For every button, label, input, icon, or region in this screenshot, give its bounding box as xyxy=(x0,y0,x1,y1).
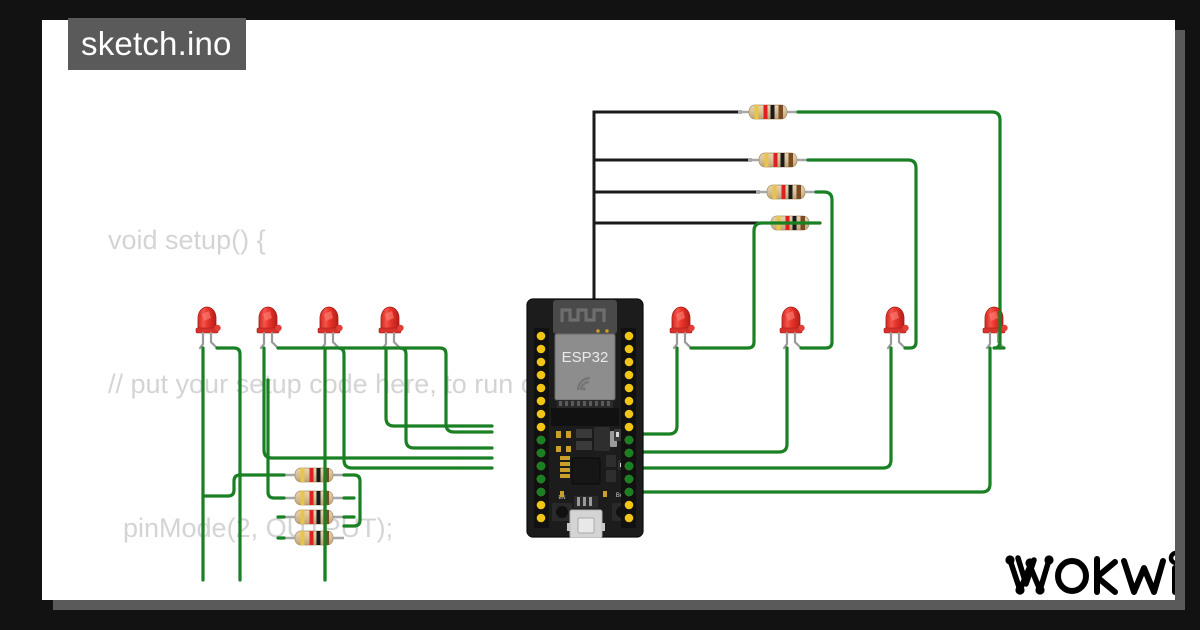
led-group-left xyxy=(194,305,405,350)
resistor xyxy=(746,151,810,169)
led[interactable] xyxy=(882,305,910,350)
led[interactable] xyxy=(981,305,1009,350)
resistor-group-left xyxy=(282,466,346,547)
anode-jumpers-right xyxy=(689,310,1006,350)
signal-wires-left xyxy=(201,346,464,582)
diagram-canvas[interactable]: void setup() { // put your setup code he… xyxy=(42,20,1175,600)
resistor xyxy=(282,466,346,484)
circuit-diagram xyxy=(194,103,1009,582)
logo-dot-icon xyxy=(1168,550,1175,566)
led[interactable] xyxy=(377,305,405,350)
resistor xyxy=(282,508,346,526)
chip-label: ESP32 xyxy=(562,349,609,366)
led[interactable] xyxy=(194,305,222,350)
led[interactable] xyxy=(255,305,283,350)
return-wires-left xyxy=(201,424,494,582)
led-group-right xyxy=(668,305,1009,350)
resistor-group-right xyxy=(736,103,822,232)
resistor-bus-left xyxy=(201,378,362,540)
led[interactable] xyxy=(668,305,696,350)
signal-wires-right xyxy=(752,110,1002,314)
led[interactable] xyxy=(316,305,344,350)
resistor xyxy=(736,103,800,121)
ground-wires xyxy=(592,110,764,310)
resistor xyxy=(754,183,818,201)
en-button-label: EN xyxy=(559,495,566,501)
esp32-board[interactable]: ESP32 xyxy=(526,298,644,538)
led[interactable] xyxy=(778,305,806,350)
left-pin-header[interactable] xyxy=(534,328,549,528)
filename-badge: sketch.ino xyxy=(68,18,246,70)
connected-pads xyxy=(536,435,634,497)
code-line: void setup() { xyxy=(108,225,266,255)
resistor xyxy=(282,489,346,507)
cathode-wires-right xyxy=(606,346,992,494)
wokwi-logo xyxy=(1005,550,1175,595)
right-pin-header[interactable] xyxy=(621,328,636,528)
resistor xyxy=(282,529,346,547)
